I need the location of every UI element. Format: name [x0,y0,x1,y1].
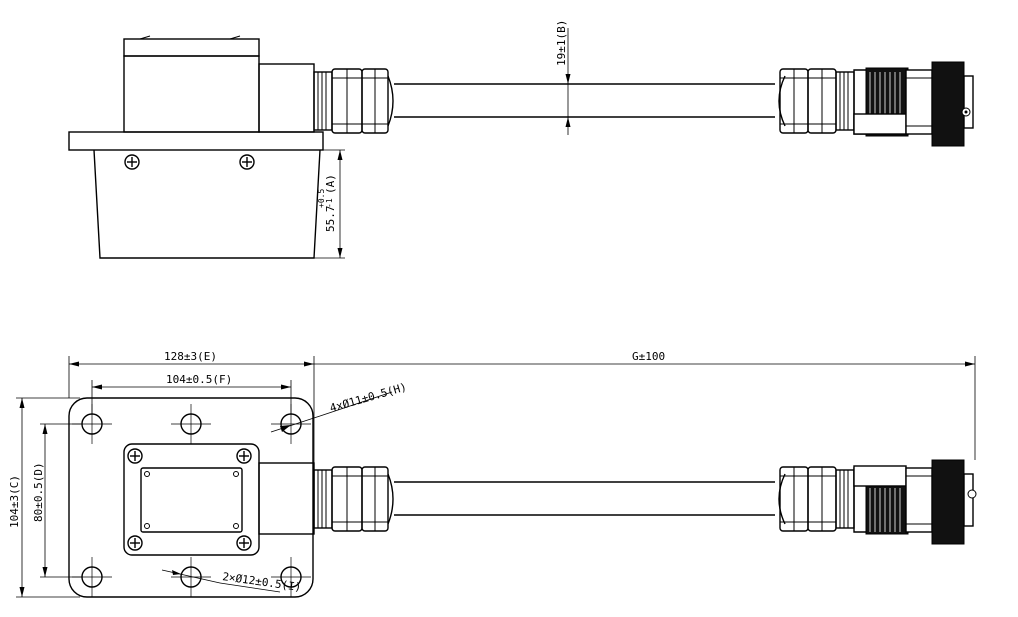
label-mounting-holes: 4xØ11±0.5(H) [328,380,408,414]
label-hole-spacing-y: 80±0.5(D) [32,462,45,522]
screw-icon [124,154,140,170]
cable-gland-right-top [778,466,855,532]
side-view: 19±1(B) 55.7 +0.5 -1 (A) [68,20,974,259]
screw-icon [236,535,252,551]
dim-cable-length: G±100 [314,350,976,460]
cable-gland-left-top [313,466,394,532]
dim-flange-width: 128±3(E) [68,350,315,463]
outlet-housing-top [258,462,315,535]
label-flange-height: 104±3(C) [8,475,21,528]
cable-gland-left [313,68,394,134]
label-box-height-suffix: (A) [324,174,337,194]
center-hole [171,557,211,597]
box-body [123,55,260,133]
mounting-hole [271,557,311,597]
box-cover [140,467,243,533]
box-top-cap [123,38,260,57]
dim-box-height: 55.7 +0.5 -1 (A) [314,149,345,259]
screw-icon [239,154,255,170]
connector-plug-top [853,459,977,545]
connector-plug [853,61,974,147]
dim-hole-spacing-y: 80±0.5(D) [32,423,82,578]
screw-icon [127,535,143,551]
screw-icon [127,448,143,464]
screw-icon [236,448,252,464]
cable-gland-right [778,68,855,134]
label-box-height-tol-upper: +0.5 [317,189,326,208]
label-cable-length: G±100 [632,350,665,363]
outlet-housing [258,63,315,133]
label-flange-width: 128±3(E) [164,350,217,363]
label-box-height: 55.7 [324,206,337,233]
dim-flange-height: 104±3(C) [8,397,80,598]
label-cable-diameter: 19±1(B) [555,20,568,66]
center-hole [171,404,211,444]
top-view: 128±3(E) 104±0.5(F) G±100 4xØ11±0.5(H) [8,350,977,598]
label-center-holes: 2×Ø12±0.5(I) [222,570,303,594]
flange-plate [68,131,324,151]
label-box-height-tol-lower: -1 [325,198,334,208]
dim-cable-diameter: 19±1(B) [555,20,571,135]
lower-box [93,149,321,259]
dim-hole-spacing-x: 104±0.5(F) [91,373,292,414]
label-hole-spacing-x: 104±0.5(F) [166,373,232,386]
